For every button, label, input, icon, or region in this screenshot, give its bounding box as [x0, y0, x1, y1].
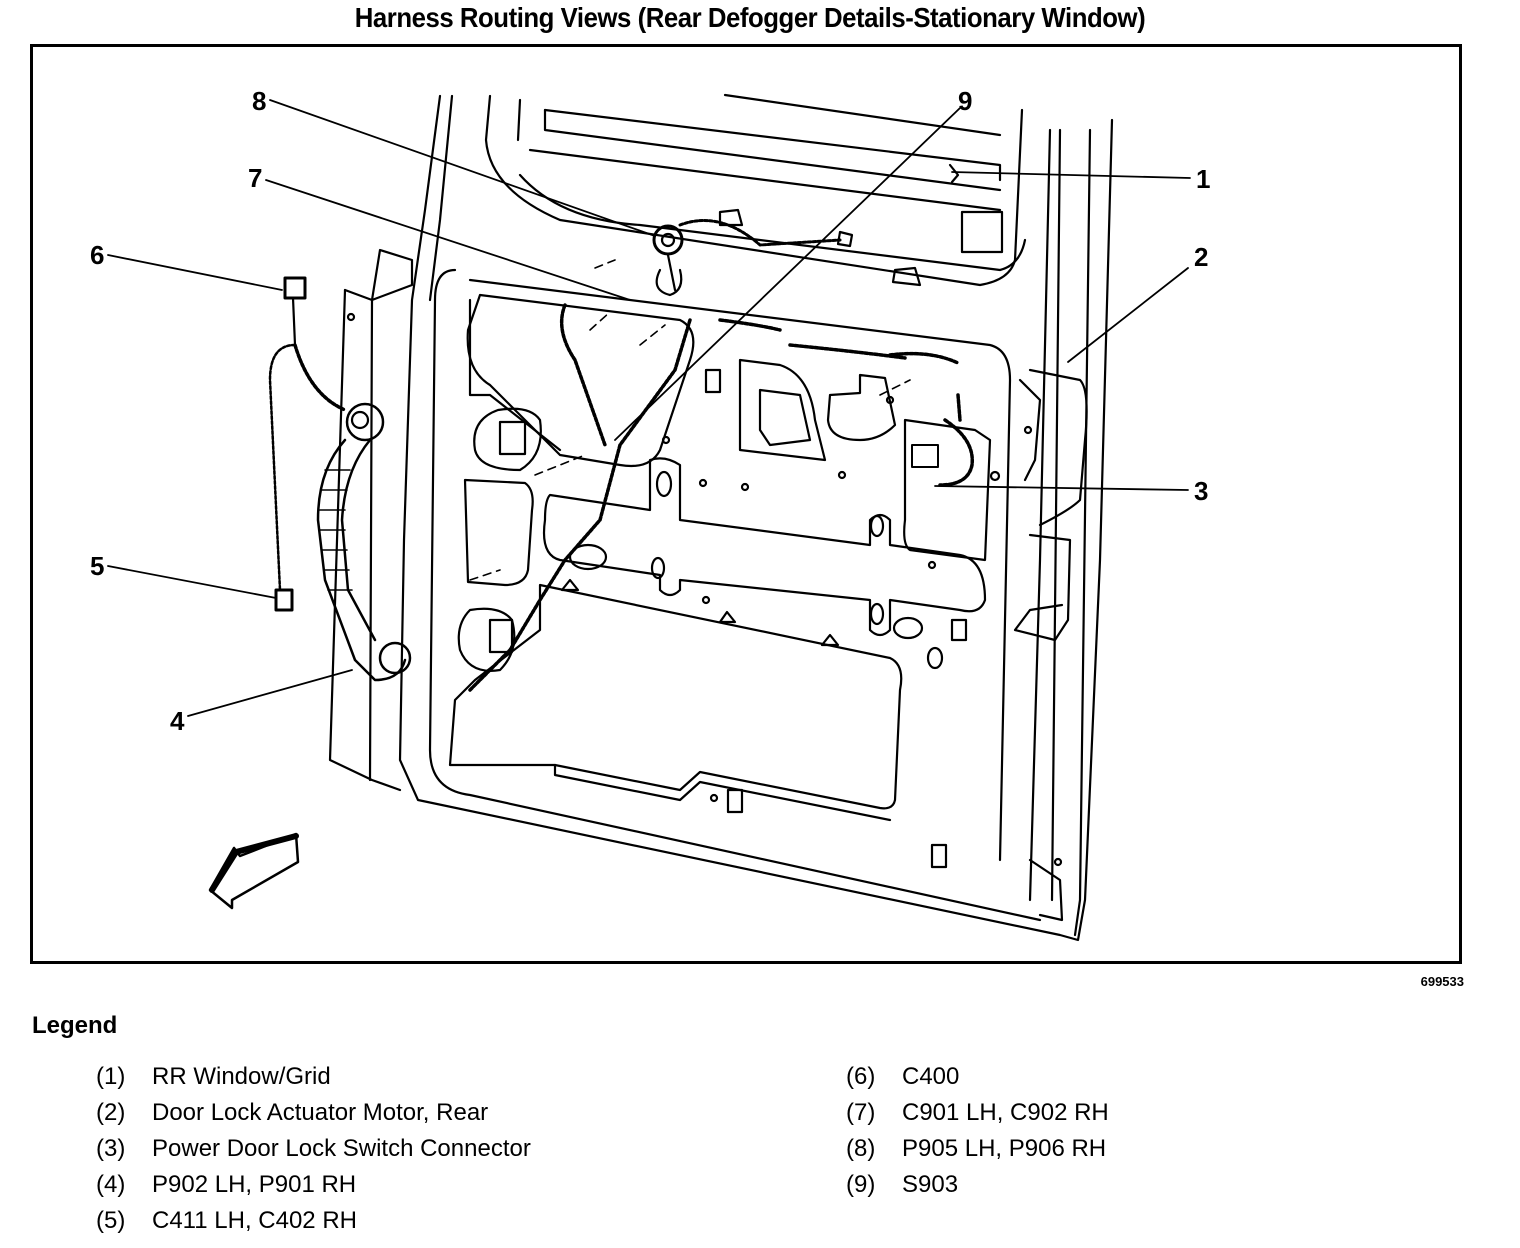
wiring-harness	[468, 303, 974, 692]
leader-4	[187, 669, 353, 717]
diagram-title: Harness Routing Views (Rear Defogger Det…	[354, 2, 1146, 33]
external-harness	[268, 276, 412, 682]
legend-item-label: C901 LH, C902 RH	[902, 1099, 1109, 1126]
legend-item-number: (4)	[96, 1171, 126, 1198]
callout-9: 9	[958, 86, 973, 116]
legend-item-number: (1)	[96, 1063, 126, 1090]
callout-3: 3	[1194, 476, 1209, 506]
legend-title: Legend	[32, 1012, 118, 1039]
legend-item-label: RR Window/Grid	[152, 1063, 331, 1090]
legend-item: (5) C411 LH, C402 RH	[96, 1206, 531, 1242]
door-shell	[328, 94, 1114, 942]
rr-window-grid	[518, 93, 1027, 287]
leader-8	[269, 99, 656, 237]
legend-item-label: S903	[902, 1171, 959, 1198]
legend-item-number: (7)	[846, 1099, 876, 1126]
callout-5: 5	[90, 551, 105, 581]
legend-item: (8) P905 LH, P906 RH	[846, 1134, 1109, 1170]
leader-1	[951, 171, 1191, 179]
legend-item-number: (3)	[96, 1135, 126, 1162]
diagram-frame	[30, 44, 1462, 964]
callout-6: 6	[90, 240, 105, 270]
legend-column-left: (1) RR Window/Grid (2) Door Lock Actuato…	[96, 1062, 531, 1242]
leader-2	[1067, 267, 1189, 363]
figure-id: 699533	[1420, 974, 1464, 989]
grommet-p905	[652, 219, 842, 297]
legend-item-label: Power Door Lock Switch Connector	[152, 1135, 531, 1162]
leader-7	[265, 179, 631, 301]
legend-item-label: C400	[902, 1063, 960, 1090]
routing-hint-lines	[469, 259, 911, 581]
legend-item: (1) RR Window/Grid	[96, 1062, 531, 1098]
callout-8: 8	[252, 86, 267, 116]
legend-item: (4) P902 LH, P901 RH	[96, 1170, 531, 1206]
legend-item-number: (2)	[96, 1099, 126, 1126]
legend-item-number: (6)	[846, 1063, 876, 1090]
leader-3	[934, 485, 1189, 491]
leader-5	[107, 565, 277, 599]
legend-item-number: (9)	[846, 1171, 876, 1198]
legend-item-label: P905 LH, P906 RH	[902, 1135, 1107, 1162]
legend-item-label: C411 LH, C402 RH	[152, 1207, 357, 1234]
legend-item: (3) Power Door Lock Switch Connector	[96, 1134, 531, 1170]
legend-column-right: (6) C400 (7) C901 LH, C902 RH (8) P905 L…	[846, 1062, 1109, 1206]
callout-7: 7	[248, 163, 263, 193]
leader-6	[107, 254, 283, 291]
inner-panel	[448, 293, 992, 869]
latch-pillar	[989, 368, 1088, 922]
callout-1: 1	[1196, 164, 1211, 194]
legend-item: (2) Door Lock Actuator Motor, Rear	[96, 1098, 531, 1134]
legend-item: (7) C901 LH, C902 RH	[846, 1098, 1109, 1134]
callout-leaders	[107, 99, 1191, 717]
leader-9	[614, 107, 961, 441]
legend-item: (6) C400	[846, 1062, 1109, 1098]
direction-arrow-icon	[208, 832, 300, 910]
legend-item-label: Door Lock Actuator Motor, Rear	[152, 1099, 489, 1126]
legend-item: (9) S903	[846, 1170, 1109, 1206]
legend-item-label: P902 LH, P901 RH	[152, 1171, 357, 1198]
callout-2: 2	[1194, 242, 1209, 272]
legend-item-number: (5)	[96, 1207, 126, 1234]
legend-item-number: (8)	[846, 1135, 876, 1162]
callout-4: 4	[170, 706, 185, 736]
